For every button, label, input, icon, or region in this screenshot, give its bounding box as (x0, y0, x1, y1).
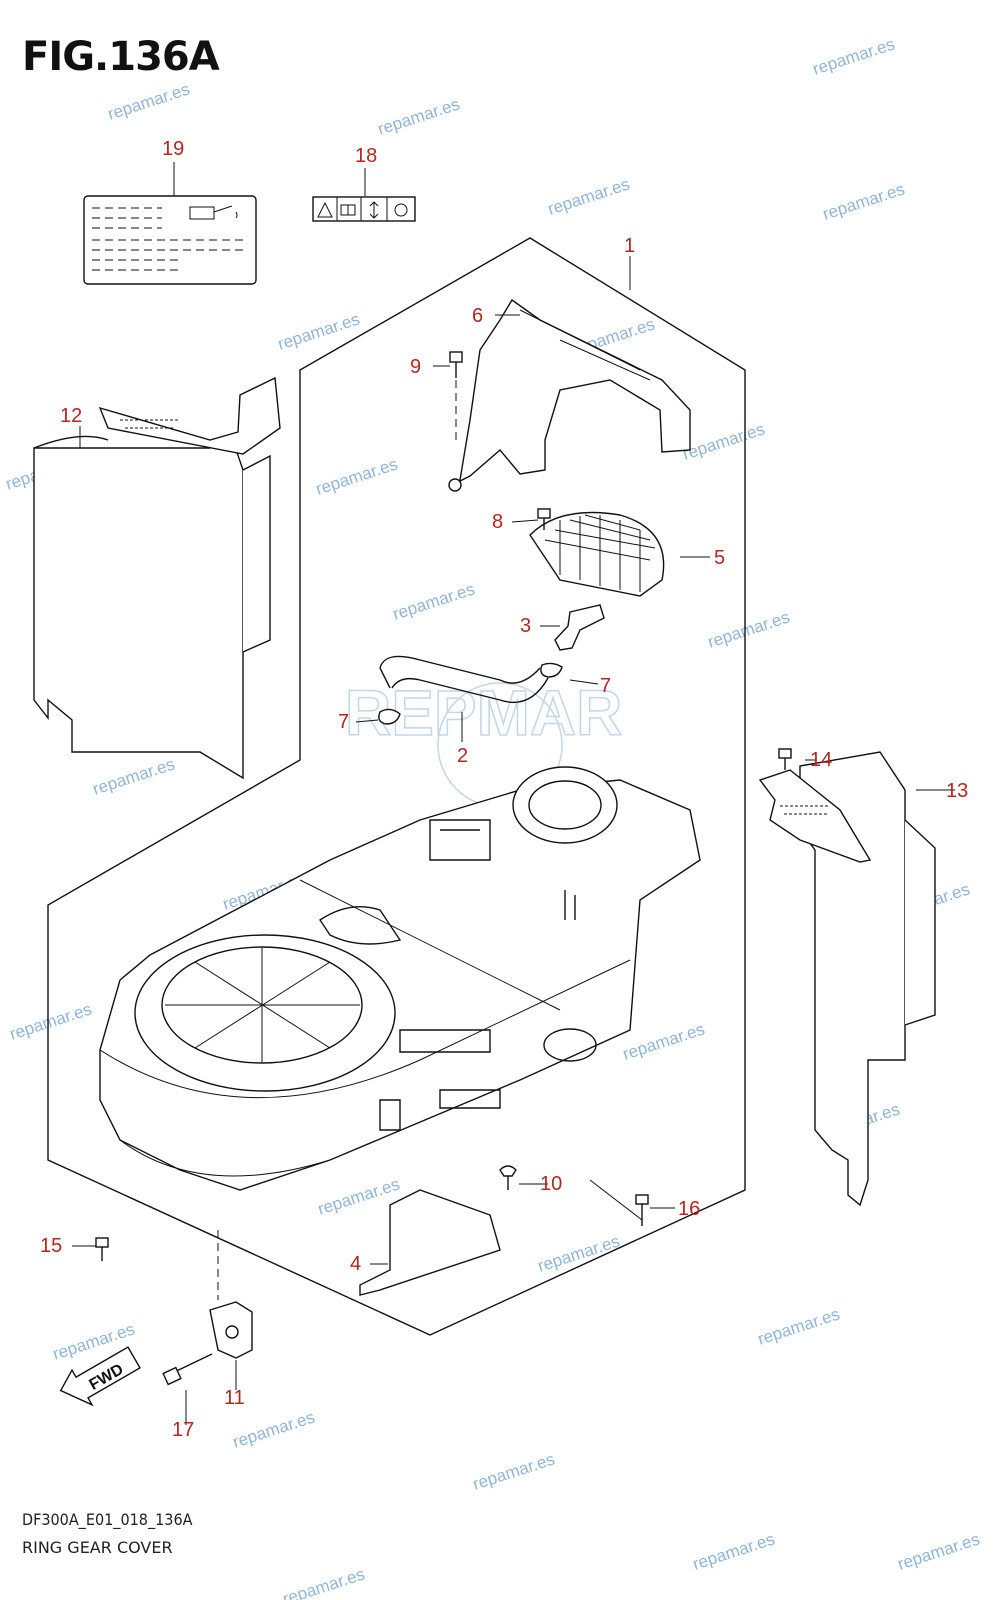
hose-clip-left[interactable] (378, 708, 401, 725)
screw-10[interactable] (499, 1165, 517, 1190)
right-cover-plate[interactable] (758, 751, 936, 1207)
hose[interactable] (379, 655, 549, 704)
part-number-19: 19 (162, 138, 184, 160)
bolt-8[interactable] (537, 508, 551, 530)
leader-lines (72, 162, 955, 1425)
lower-bracket[interactable] (359, 1189, 501, 1296)
part-number-7: 7 (600, 675, 611, 697)
watermark: repamar.es (470, 1449, 557, 1493)
watermark: repamar.es (755, 1304, 842, 1348)
watermark: repamar.es (313, 454, 400, 498)
figure-code: DF300A_E01_018_136A (22, 1510, 193, 1529)
bolt-14[interactable] (778, 748, 792, 770)
figure-title: FIG.136A (22, 34, 220, 80)
part-number-11: 11 (224, 1387, 245, 1409)
watermark: repamar.es (705, 607, 792, 651)
part-number-7: 7 (338, 711, 349, 733)
watermark: repamar.es (620, 1019, 707, 1063)
filter-grille[interactable] (529, 511, 665, 597)
watermark: repamar.es (895, 1529, 982, 1573)
bolt-15[interactable] (95, 1237, 109, 1261)
part-number-1: 1 (624, 235, 635, 257)
watermark: repamar.es (90, 754, 177, 798)
ring-gear-cover[interactable] (99, 766, 701, 1191)
part-number-14: 14 (810, 749, 832, 771)
part-number-3: 3 (520, 615, 531, 637)
part-number-9: 9 (410, 356, 421, 378)
mounting-bracket[interactable] (209, 1230, 253, 1359)
bolt-16[interactable] (589, 1179, 649, 1226)
watermark: repamar.es (690, 1529, 777, 1573)
part-number-16: 16 (678, 1198, 700, 1220)
hose-connector[interactable] (554, 604, 605, 651)
oil-label-sticker[interactable] (83, 195, 257, 285)
part-number-8: 8 (492, 511, 503, 533)
watermark: repamar.es (680, 419, 767, 463)
watermark: repamar.es (545, 174, 632, 218)
upper-duct-cover[interactable] (448, 298, 691, 492)
part-number-18: 18 (355, 145, 377, 167)
watermark: repamar.es (390, 579, 477, 623)
watermark: repamar.es (280, 1564, 367, 1600)
part-numbers: 19 18 1 6 9 8 5 3 7 7 2 12 14 13 10 16 1… (40, 138, 968, 1441)
assembly-outline (47, 237, 746, 1336)
part-number-6: 6 (472, 305, 483, 327)
part-number-10: 10 (540, 1173, 562, 1195)
part-number-5: 5 (714, 547, 725, 569)
watermark: repamar.es (275, 309, 362, 353)
watermark: repamar.es (375, 94, 462, 138)
bolt-17[interactable] (162, 1353, 213, 1386)
watermark: repamar.es (820, 179, 907, 223)
part-number-15: 15 (40, 1235, 62, 1257)
watermark: repamar.es (535, 1231, 622, 1275)
warning-label-sticker[interactable] (312, 196, 416, 222)
watermark: repamar.es (7, 999, 94, 1043)
watermark: repamar.es (315, 1174, 402, 1218)
watermark: repamar.es (230, 1407, 317, 1451)
part-number-17: 17 (172, 1419, 194, 1441)
part-number-12: 12 (60, 405, 82, 427)
part-number-4: 4 (350, 1253, 361, 1275)
hose-clip-right[interactable] (540, 662, 563, 678)
part-number-2: 2 (457, 745, 468, 767)
figure-name: RING GEAR COVER (22, 1538, 173, 1557)
watermark: repamar.es (810, 34, 897, 78)
part-number-13: 13 (946, 780, 968, 802)
left-cover-plate[interactable] (33, 376, 281, 780)
bolt-9[interactable] (449, 351, 463, 440)
watermark: repamar.es (105, 79, 192, 123)
